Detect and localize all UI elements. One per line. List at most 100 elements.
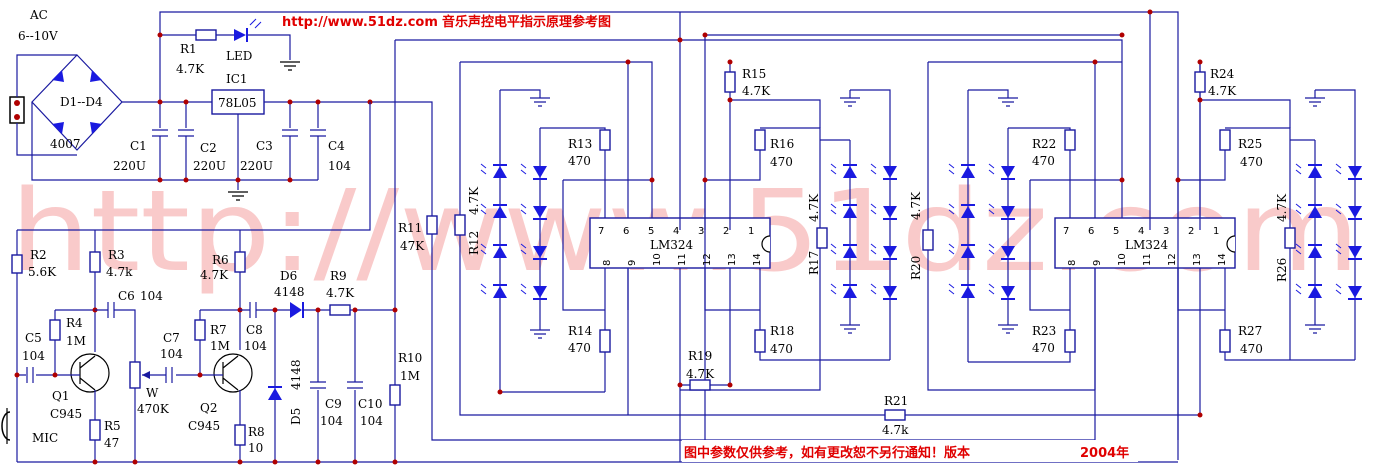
led-light-rays bbox=[1335, 283, 1342, 295]
led-icon bbox=[843, 166, 857, 178]
label-r2-value: 5.6K bbox=[28, 265, 57, 279]
label-r21-value: 4.7k bbox=[882, 423, 909, 437]
footer-version: 2004年 bbox=[1080, 445, 1129, 461]
label-r13: R13 bbox=[568, 137, 592, 151]
led-light-rays bbox=[1295, 203, 1302, 215]
led-light-rays bbox=[870, 203, 877, 215]
led-light-rays bbox=[1295, 283, 1302, 295]
label-r24-value: 4.7K bbox=[1208, 84, 1237, 98]
label-c7: C7 bbox=[163, 331, 180, 345]
led-light-rays bbox=[1335, 243, 1342, 255]
label-r4: R4 bbox=[66, 316, 83, 330]
led-light-rays bbox=[830, 203, 837, 215]
label-r4-value: 1M bbox=[66, 334, 86, 348]
label-bridge: D1--D4 bbox=[60, 95, 103, 109]
label-r24: R24 bbox=[1210, 67, 1235, 81]
led-icon bbox=[493, 286, 507, 298]
led-icon bbox=[1308, 286, 1322, 298]
label-w: W bbox=[146, 386, 159, 400]
label-bridge-part: 4007 bbox=[50, 137, 81, 151]
label-r8-value: 10 bbox=[248, 441, 263, 455]
label-r12-value: 4.7K bbox=[467, 186, 481, 215]
label-ic1-value: 78L05 bbox=[218, 96, 257, 110]
label-r26: R26 bbox=[1275, 258, 1289, 282]
label-r6: R6 bbox=[212, 253, 229, 267]
led-icon bbox=[961, 286, 975, 298]
label-c1: C1 bbox=[130, 139, 147, 153]
led-light-rays bbox=[1335, 163, 1342, 175]
label-r9: R9 bbox=[330, 269, 347, 283]
ic-pin-label: 13 bbox=[727, 253, 738, 266]
label-d6-value: 4148 bbox=[274, 285, 305, 299]
led-icon bbox=[883, 286, 897, 298]
indicator-leds bbox=[480, 163, 1362, 300]
led-icon bbox=[843, 246, 857, 258]
ic-pin-label: 6 bbox=[1088, 226, 1094, 237]
header-url: http://www.51dz.com bbox=[282, 15, 438, 30]
label-c4: C4 bbox=[328, 139, 345, 153]
ic-pin-label: 7 bbox=[1063, 226, 1069, 237]
led-light-rays bbox=[520, 283, 527, 295]
led-light-rays bbox=[948, 163, 955, 175]
led-light-rays bbox=[988, 243, 995, 255]
label-c2-value: 220U bbox=[193, 159, 226, 173]
label-ic1: IC1 bbox=[226, 72, 248, 86]
label-r22-value: 470 bbox=[1032, 154, 1055, 168]
led-icon bbox=[493, 166, 507, 178]
led-icon bbox=[1348, 246, 1362, 258]
led-light-rays bbox=[480, 243, 487, 255]
led-light-rays bbox=[830, 283, 837, 295]
ic-pin-label: 14 bbox=[752, 253, 763, 266]
led-icon bbox=[883, 166, 897, 178]
label-r15-value: 4.7K bbox=[742, 84, 771, 98]
led-icon bbox=[1001, 166, 1015, 178]
led-icon bbox=[883, 246, 897, 258]
label-r26-value: 4.7K bbox=[1275, 193, 1289, 222]
ic-pin-label: 3 bbox=[698, 226, 704, 237]
label-c8: C8 bbox=[246, 323, 263, 337]
ic-pin-label: 3 bbox=[1163, 226, 1169, 237]
label-r19: R19 bbox=[688, 349, 712, 363]
label-r19-value: 4.7K bbox=[686, 367, 715, 381]
label-r1-value: 4.7K bbox=[176, 62, 205, 76]
led-icon bbox=[1348, 206, 1362, 218]
label-r17-value: 4.7K bbox=[807, 193, 821, 222]
led-icon bbox=[1308, 166, 1322, 178]
label-r18-value: 470 bbox=[770, 342, 793, 356]
component-labels: AC 6--10V D1--D4 4007 R1 4.7K LED IC1 78… bbox=[18, 8, 1289, 455]
led-icon bbox=[1348, 286, 1362, 298]
led-icon bbox=[1308, 206, 1322, 218]
label-r8: R8 bbox=[248, 425, 265, 439]
led-icon bbox=[1001, 206, 1015, 218]
label-c8-value: 104 bbox=[244, 339, 267, 353]
led-light-rays bbox=[988, 163, 995, 175]
ic-pin-label: 2 bbox=[1188, 226, 1194, 237]
label-r17: R17 bbox=[807, 251, 821, 275]
led-icon bbox=[493, 246, 507, 258]
label-r14: R14 bbox=[568, 324, 593, 338]
label-r3: R3 bbox=[108, 248, 125, 262]
led-light-rays bbox=[520, 163, 527, 175]
label-r27-value: 470 bbox=[1240, 342, 1263, 356]
label-r23-value: 470 bbox=[1032, 341, 1055, 355]
label-c3: C3 bbox=[256, 139, 273, 153]
led-light-rays bbox=[1295, 243, 1302, 255]
led-light-rays bbox=[948, 283, 955, 295]
label-ac-range: 6--10V bbox=[18, 29, 58, 43]
led-icon bbox=[961, 166, 975, 178]
led-light-rays bbox=[988, 203, 995, 215]
ic-pin-label: 13 bbox=[1192, 253, 1203, 266]
label-c2: C2 bbox=[200, 141, 217, 155]
led-light-rays bbox=[1335, 203, 1342, 215]
ic-pin-label: 12 bbox=[1167, 253, 1178, 266]
label-r16: R16 bbox=[770, 137, 794, 151]
preamp-section bbox=[1, 40, 1178, 465]
label-r9-value: 4.7K bbox=[326, 286, 355, 300]
label-c10-value: 104 bbox=[360, 414, 383, 428]
label-q2: Q2 bbox=[200, 401, 217, 415]
label-c4-value: 104 bbox=[328, 159, 351, 173]
label-q2-value: C945 bbox=[188, 419, 220, 433]
label-c6-value: 104 bbox=[140, 289, 163, 303]
label-d6: D6 bbox=[280, 269, 297, 283]
